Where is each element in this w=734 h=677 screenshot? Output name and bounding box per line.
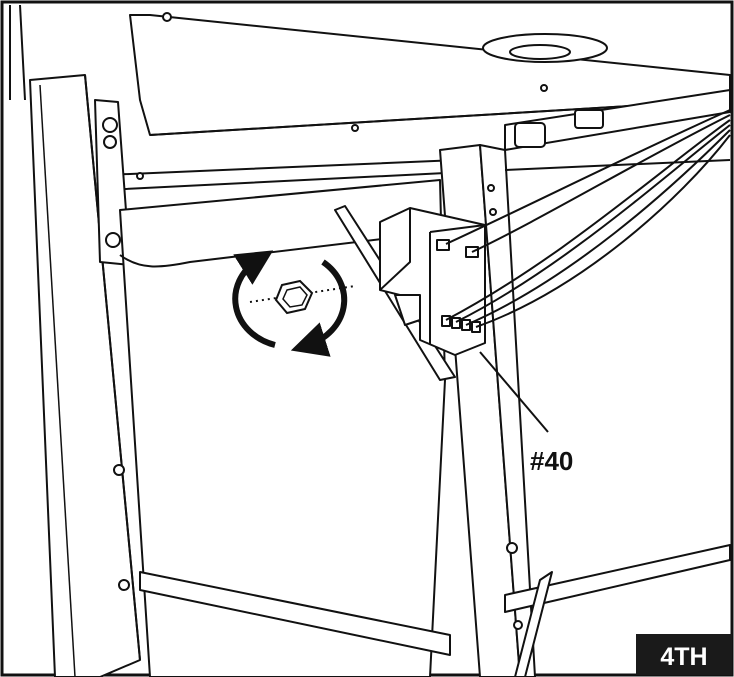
left-leg bbox=[29, 74, 141, 677]
rotation-arrows-icon bbox=[232, 250, 348, 357]
right-frame bbox=[504, 159, 731, 677]
step-badge bbox=[636, 634, 732, 675]
side-panel bbox=[119, 179, 446, 677]
wires bbox=[445, 109, 731, 328]
control-module bbox=[334, 205, 486, 381]
lower-crossbar bbox=[139, 571, 451, 656]
hex-nut-icon bbox=[249, 279, 356, 315]
part-label: #40 bbox=[530, 446, 573, 476]
step-badge-label: 4TH bbox=[660, 643, 707, 671]
gas-tube bbox=[504, 89, 731, 151]
callout-leader bbox=[479, 351, 549, 433]
